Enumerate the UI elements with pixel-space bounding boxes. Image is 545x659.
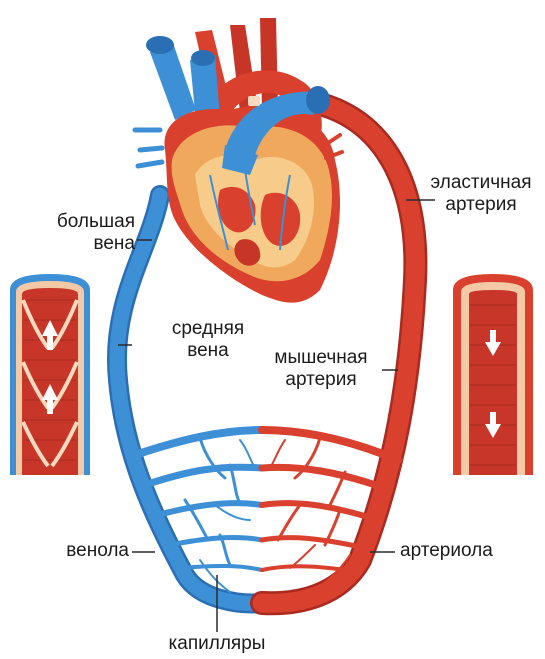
vein-cross-section-icon [10, 274, 90, 475]
label-muscular-artery-line1: мышечная [256, 347, 386, 369]
heart-illustration [135, 18, 342, 303]
label-elastic-artery: эластичная артерия [420, 172, 542, 216]
label-elastic-artery-line2: артерия [420, 194, 542, 216]
label-muscular-artery: мышечная артерия [256, 347, 386, 391]
artery-cross-section-icon [453, 274, 533, 475]
label-large-vein: большая вена [57, 211, 135, 255]
label-large-vein-line1: большая [57, 211, 135, 233]
label-capillaries: капилляры [142, 633, 292, 655]
label-medium-vein: средняя вена [153, 318, 263, 362]
label-muscular-artery-line2: артерия [256, 369, 386, 391]
label-medium-vein-line2: вена [153, 340, 263, 362]
label-arteriole: артериола [400, 540, 493, 562]
label-large-vein-line2: вена [57, 233, 135, 255]
label-elastic-artery-line1: эластичная [420, 172, 542, 194]
label-medium-vein-line1: средняя [153, 318, 263, 340]
label-venule: венола [66, 540, 129, 562]
